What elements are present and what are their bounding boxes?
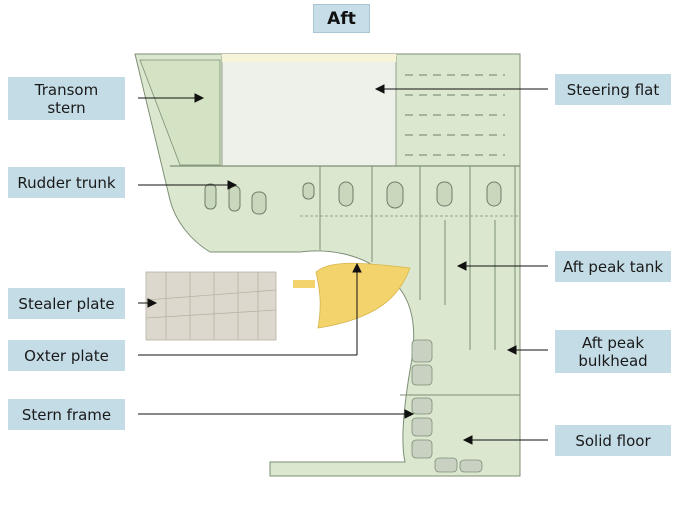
label-aft-peak-bulkhead: Aft peak bulkhead	[555, 330, 671, 373]
leader-lines	[138, 84, 548, 445]
stern-frame-blocks	[411, 339, 483, 473]
transom-panel	[139, 59, 221, 166]
rudder	[315, 262, 411, 329]
label-solid-floor: Solid floor	[555, 425, 671, 456]
lightening-holes	[204, 181, 502, 215]
label-transom-stern: Transom stern	[8, 77, 125, 120]
steering-flat-area	[221, 55, 397, 167]
rudder-stock	[293, 280, 315, 288]
label-aft-peak-tank: Aft peak tank	[555, 251, 671, 282]
label-stealer-plate: Stealer plate	[8, 288, 125, 319]
frame-lines	[319, 166, 516, 350]
deck-dash-lines	[405, 74, 505, 156]
steering-flat-top-strip	[222, 54, 396, 62]
diagram-title: Aft	[313, 4, 370, 33]
label-rudder-trunk: Rudder trunk	[8, 167, 125, 198]
label-oxter-plate: Oxter plate	[8, 340, 125, 371]
label-steering-flat: Steering flat	[555, 74, 671, 105]
stealer-plate-inset	[145, 271, 277, 341]
label-stern-frame: Stern frame	[8, 399, 125, 430]
stealer-plate-grid	[145, 272, 277, 340]
